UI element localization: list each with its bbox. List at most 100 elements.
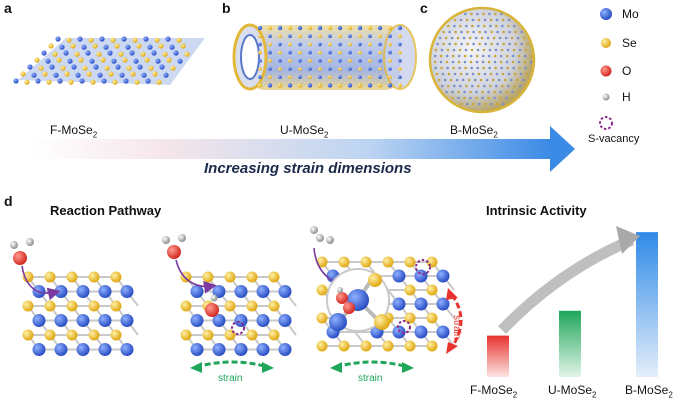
sphere-atom <box>440 67 443 70</box>
mo-atom <box>55 343 68 356</box>
tube-atom <box>368 59 372 63</box>
sphere-atom <box>445 91 448 94</box>
sphere-atom <box>466 31 469 34</box>
sphere-atom <box>498 79 501 82</box>
mo-atom <box>121 343 134 356</box>
tube-atom <box>288 83 292 87</box>
sphere-atom <box>499 37 502 40</box>
increasing-strain-text: Increasing strain dimensions <box>204 160 412 177</box>
sheet-atom <box>38 66 43 71</box>
sphere-atom <box>517 37 520 40</box>
sheet-atom <box>75 73 80 78</box>
se-atom <box>383 257 394 268</box>
se-atom <box>89 301 100 312</box>
sphere-atom <box>471 25 474 28</box>
sheet-atom <box>147 45 152 50</box>
sphere-atom <box>476 55 479 58</box>
tube-atom <box>328 75 332 79</box>
sheet-atom <box>82 66 87 71</box>
tube-atom <box>378 75 382 79</box>
sheet-atom <box>145 78 150 83</box>
sheet-atom <box>89 59 94 64</box>
tube-atom <box>388 43 392 47</box>
se-atom <box>247 272 258 283</box>
sphere-atom <box>451 37 454 40</box>
mo-atom <box>415 270 428 283</box>
sphere-atom <box>459 49 462 52</box>
sheet-atom <box>130 71 135 76</box>
sheet-atom <box>96 52 101 57</box>
sheet-atom <box>123 78 128 83</box>
sheet-atom <box>129 50 134 55</box>
tube-atom <box>258 34 262 38</box>
legend-label-s-vacancy: S-vacancy <box>588 133 639 145</box>
tube-atom <box>388 67 392 71</box>
tube-atom <box>298 26 302 30</box>
tube-atom <box>378 34 382 38</box>
tube-atom <box>358 34 362 38</box>
tube-atom <box>288 67 292 71</box>
mo-atom <box>437 270 450 283</box>
sheet-atom <box>78 57 83 62</box>
sheet-atom <box>20 71 25 76</box>
tube-atom <box>368 26 372 30</box>
tube-atom <box>348 75 352 79</box>
tube-atom <box>318 43 322 47</box>
sphere-atom <box>489 25 492 28</box>
sphere-atom <box>448 73 451 76</box>
sphere-atom <box>482 13 485 16</box>
b-mose2-label: B-MoSe2 <box>450 123 498 139</box>
sphere-atom <box>487 97 490 100</box>
tube-atom <box>308 59 312 63</box>
sphere-atom <box>465 49 468 52</box>
sheet-atom <box>158 43 163 48</box>
sphere-atom <box>500 13 503 16</box>
mo-atom <box>393 298 406 311</box>
sphere-atom <box>494 55 497 58</box>
sphere-atom <box>478 43 481 46</box>
sheet-atom <box>93 64 98 69</box>
sphere-atom <box>504 79 507 82</box>
sheet-atom <box>166 57 171 62</box>
mo-atom <box>99 314 112 327</box>
sphere-atom <box>502 31 505 34</box>
sphere-atom <box>459 85 462 88</box>
activity-bar-B-MoSe2 <box>636 232 658 377</box>
sphere-atom <box>490 19 493 22</box>
se-atom <box>405 341 416 352</box>
se-atom <box>111 272 122 283</box>
sphere-atom <box>482 61 485 64</box>
sphere-atom <box>499 97 502 100</box>
tube-atom <box>388 34 392 38</box>
sheet-atom <box>59 45 64 50</box>
tube-atom <box>288 75 292 79</box>
tube-atom <box>268 26 272 30</box>
sphere-atom <box>441 85 444 88</box>
tube-atom <box>298 83 302 87</box>
sphere-atom <box>518 55 521 58</box>
tube-atom <box>308 83 312 87</box>
tube-atom <box>358 51 362 55</box>
sphere-atom <box>481 97 484 100</box>
tube-atom <box>258 75 262 79</box>
sphere-atom <box>506 67 509 70</box>
tube-atom <box>388 75 392 79</box>
sheet-atom <box>122 57 127 62</box>
sphere-atom <box>488 61 491 64</box>
tube-atom <box>268 75 272 79</box>
sphere-atom <box>464 13 467 16</box>
sphere-atom <box>494 67 497 70</box>
sphere-atom <box>513 49 516 52</box>
se-atom <box>225 301 236 312</box>
se-atom <box>361 341 372 352</box>
tube-atom <box>358 67 362 71</box>
sphere-atom <box>482 67 485 70</box>
sphere-atom <box>463 97 466 100</box>
mo-atom <box>415 298 428 311</box>
sheet-atom <box>152 71 157 76</box>
sphere-atom <box>458 67 461 70</box>
sphere-atom <box>440 61 443 64</box>
sheet-atom <box>45 59 50 64</box>
sphere-atom <box>454 73 457 76</box>
sheet-atom <box>27 64 32 69</box>
